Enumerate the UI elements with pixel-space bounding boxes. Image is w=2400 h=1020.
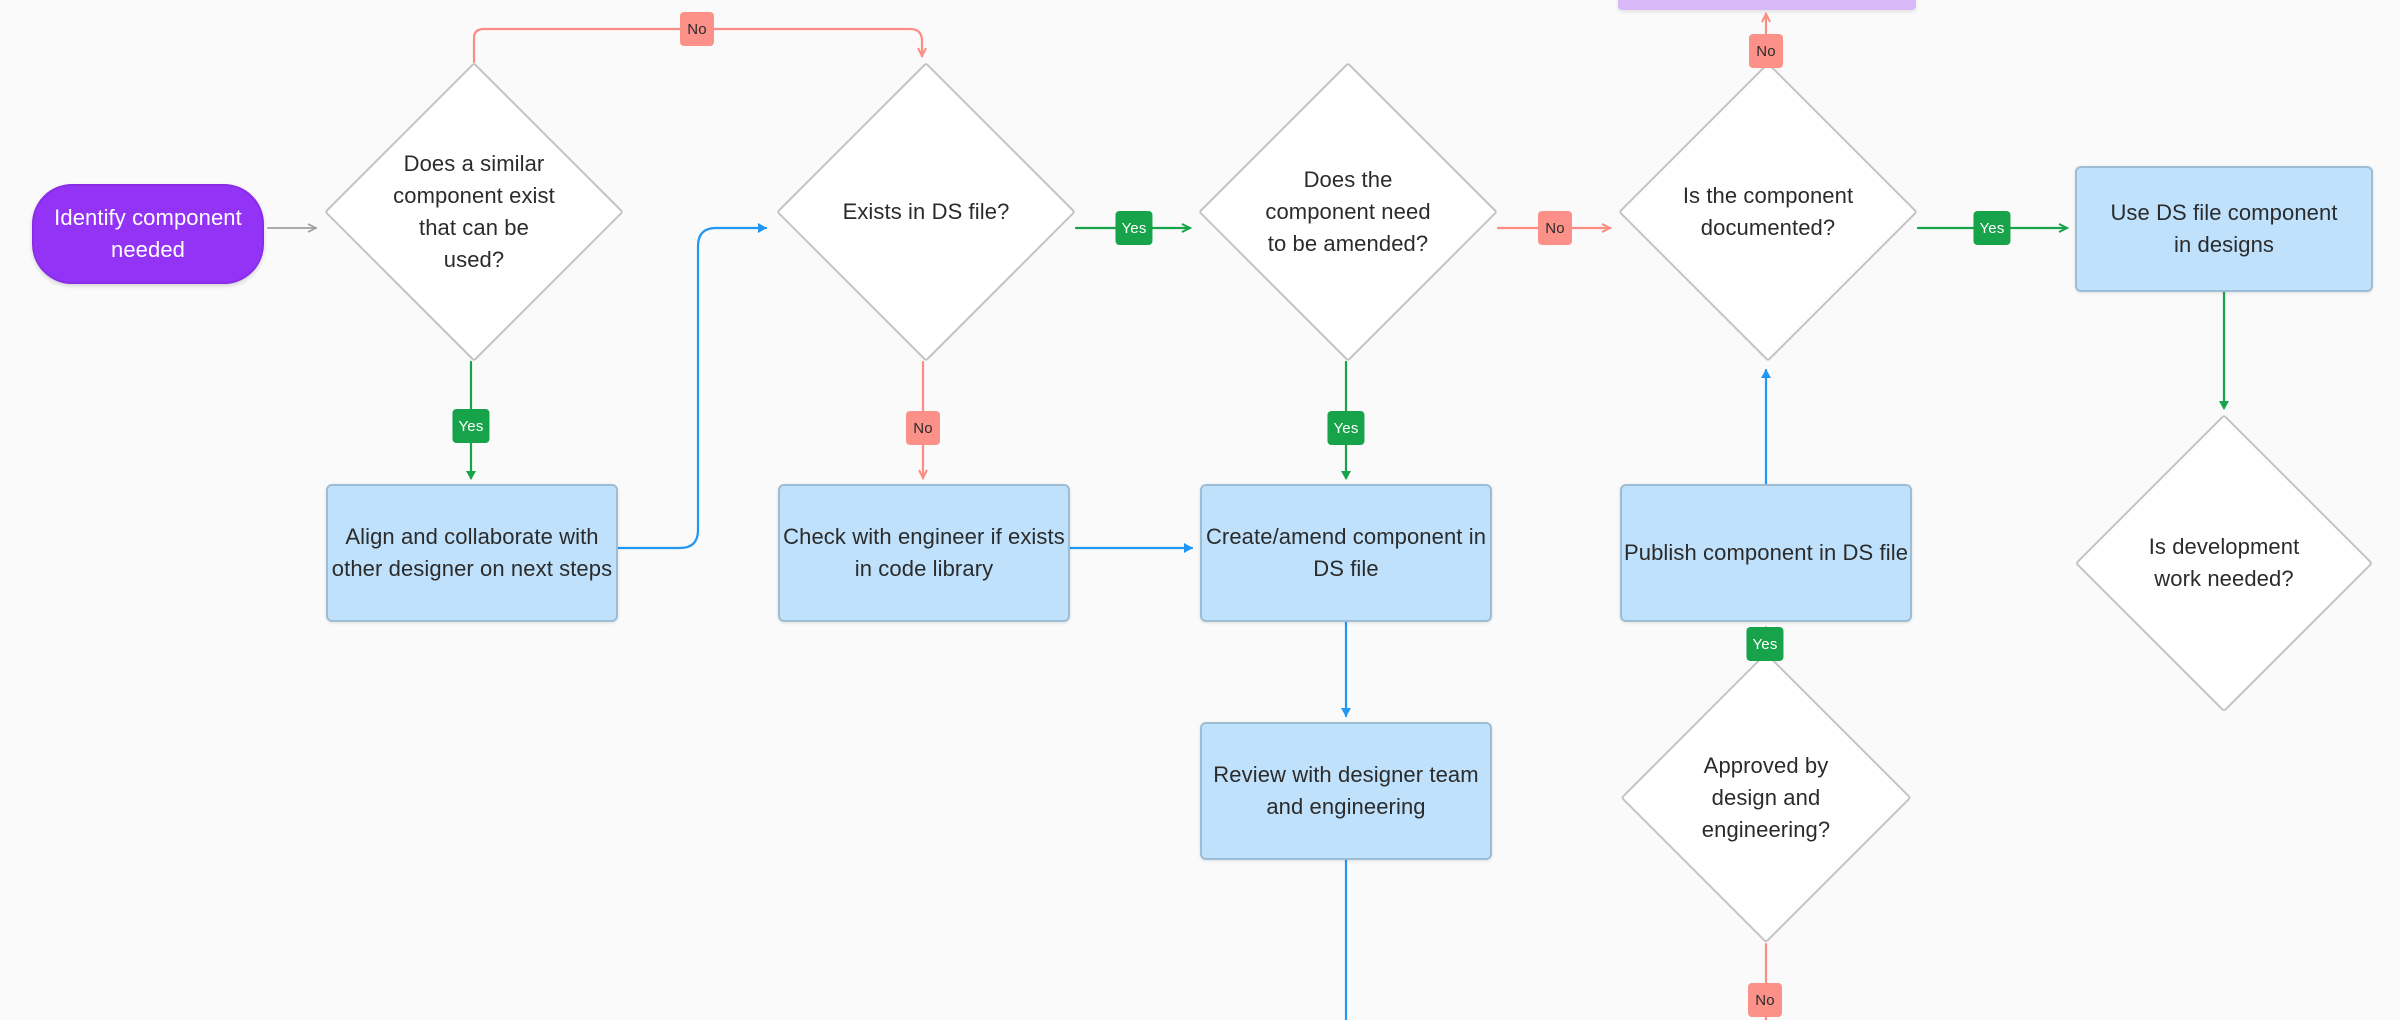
node-is-development-work-needed[interactable]: Is development work needed? [2075, 414, 2373, 712]
node-documentation-note[interactable] [1618, 0, 1916, 10]
node-label: Review with designer team and engineerin… [1213, 762, 1479, 819]
node-approved-by-design-and-engineering[interactable]: Approved by design and engineering? [1620, 652, 1912, 944]
edge-align-to-exists [616, 223, 768, 550]
edge-label-text: No [1545, 219, 1565, 237]
edge-label-similar-yes[interactable]: Yes [452, 409, 490, 443]
node-label: Is the component documented? [1682, 183, 1854, 240]
node-check-with-engineer[interactable]: Check with engineer if exists in code li… [778, 484, 1070, 622]
node-label: Create/amend component in DS file [1205, 524, 1487, 581]
node-label: Does a similar component exist that can … [393, 151, 555, 272]
node-does-similar-component-exist[interactable]: Does a similar component exist that can … [324, 62, 624, 362]
node-label: Use DS file component in designs [2110, 200, 2338, 257]
node-label: Is development work needed? [2148, 534, 2300, 591]
edge-label-text: Yes [458, 417, 484, 435]
edge-label-text: No [1756, 42, 1776, 60]
node-identify-component-needed[interactable]: Identify component needed [32, 184, 264, 284]
node-label: Align and collaborate with other designe… [331, 524, 613, 581]
node-label: Identify component needed [54, 205, 242, 262]
node-label: Does the component need to be amended? [1265, 167, 1431, 256]
node-does-component-need-amending[interactable]: Does the component need to be amended? [1198, 62, 1498, 362]
edge-label-approved-no[interactable]: No [1748, 983, 1782, 1017]
node-is-component-documented[interactable]: Is the component documented? [1618, 62, 1918, 362]
edge-label-amend-yes[interactable]: Yes [1327, 411, 1365, 445]
edge-label-similar-no[interactable]: No [680, 12, 714, 46]
edge-label-amend-no[interactable]: No [1538, 211, 1572, 245]
edge-label-exists-no[interactable]: No [906, 411, 940, 445]
edge-label-documented-no[interactable]: No [1749, 34, 1783, 68]
node-use-ds-file-component[interactable]: Use DS file component in designs [2075, 166, 2373, 292]
node-publish-component[interactable]: Publish component in DS file [1620, 484, 1912, 622]
edge-label-documented-yes[interactable]: Yes [1973, 211, 2011, 245]
edge-label-exists-yes[interactable]: Yes [1115, 211, 1153, 245]
node-exists-in-ds-file[interactable]: Exists in DS file? [776, 62, 1076, 362]
edge-label-text: No [913, 419, 933, 437]
edge-label-text: No [1755, 991, 1775, 1009]
edge-label-text: Yes [1979, 219, 2005, 237]
node-align-and-collaborate[interactable]: Align and collaborate with other designe… [326, 484, 618, 622]
node-label: Approved by design and engineering? [1701, 753, 1831, 842]
edge-label-text: Yes [1752, 635, 1778, 653]
node-label: Publish component in DS file [1623, 540, 1909, 566]
edge-label-text: No [687, 20, 707, 38]
edge-label-approved-yes[interactable]: Yes [1746, 627, 1784, 661]
node-label: Check with engineer if exists in code li… [783, 524, 1065, 581]
node-label: Exists in DS file? [842, 199, 1010, 225]
edge-label-text: Yes [1121, 219, 1147, 237]
edge-label-text: Yes [1333, 419, 1359, 437]
node-review-with-designer-team[interactable]: Review with designer team and engineerin… [1200, 722, 1492, 860]
node-create-amend-component[interactable]: Create/amend component in DS file [1200, 484, 1492, 622]
